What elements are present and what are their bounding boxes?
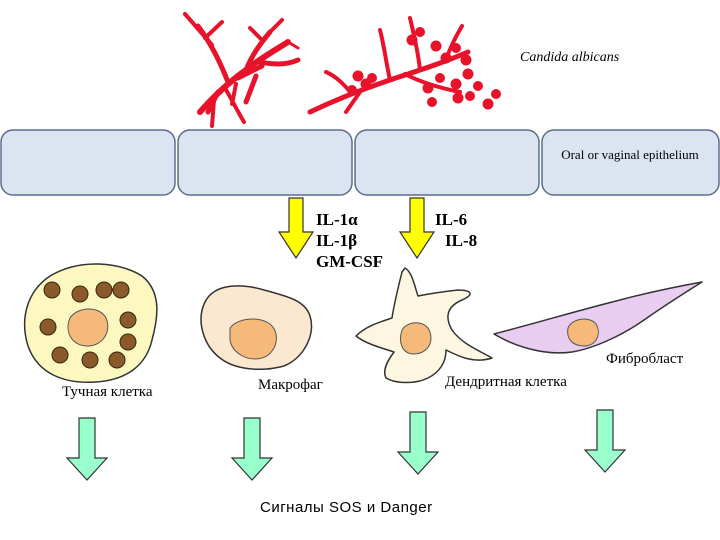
fibroblast-label: Фибробласт [606,351,684,367]
candida-yeast-cells [347,27,501,110]
dendritic-cell-label: Дендритная клетка [445,374,567,390]
cytokine-il6: IL-6 [435,210,468,229]
epithelial-cell-4 [541,129,720,196]
mast-cell-label: Тучная клетка [62,384,153,400]
epithelium-label: Oral or vaginal epithelium [561,147,699,162]
dendritic-cell [355,267,493,384]
green-arrow-3 [396,411,440,475]
cytokine-il1a: IL-1α [316,210,358,229]
fibroblast-cell [493,281,703,354]
signal-arrows [65,409,627,481]
yellow-arrow-left [277,197,315,260]
signals-label: Сигналы SOS и Danger [260,499,433,516]
epithelium-layer [0,129,720,196]
cytokine-gmcsf: GM-CSF [316,252,384,271]
green-arrow-1 [65,417,109,481]
epithelial-cell-2 [177,129,353,196]
green-arrow-2 [230,417,274,481]
cytokine-il1b: IL-1β [316,231,358,250]
candida-hyphae [183,12,471,128]
cytokine-il8: IL-8 [445,231,478,250]
macrophage-cell [200,285,313,371]
macrophage-label: Макрофаг [258,377,323,393]
green-arrow-4 [583,409,627,473]
epithelial-cell-1 [0,129,176,196]
cytokine-group-left: IL-1α IL-1β GM-CSF [316,209,383,272]
cytokine-arrows [277,197,436,260]
epithelial-cell-3 [354,129,540,196]
cytokine-group-right: IL-6 IL-8 [435,209,477,251]
candida-label: Candida albicans [520,50,620,65]
mast-cell [23,263,158,383]
yellow-arrow-right [398,197,436,260]
